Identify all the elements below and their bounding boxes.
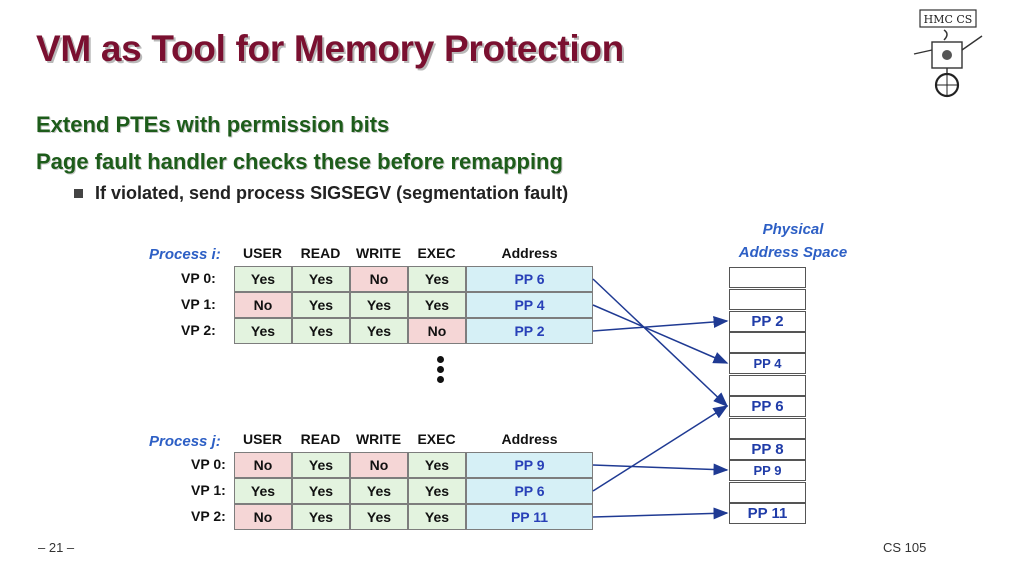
permission-cell-exec: No xyxy=(408,318,466,344)
physical-page-pp2: PP 2 xyxy=(729,311,806,332)
column-header-read: READ xyxy=(300,431,341,447)
bullet-fault-handler: Page fault handler checks these before r… xyxy=(36,149,563,174)
address-cell: PP 6 xyxy=(466,266,593,292)
vp-label: VP 2: xyxy=(191,508,226,524)
ellipsis-dot xyxy=(437,356,444,363)
column-header-write: WRITE xyxy=(355,245,402,261)
permission-cell-exec: Yes xyxy=(408,504,466,530)
column-header-read: READ xyxy=(300,245,341,261)
sub-bullet-sigsegv: If violated, send process SIGSEGV (segme… xyxy=(74,183,568,204)
permission-cell-write: Yes xyxy=(350,318,408,344)
physical-page-pp4: PP 4 xyxy=(729,353,806,374)
permission-cell-read: Yes xyxy=(292,292,350,318)
physical-page-pp11: PP 11 xyxy=(729,503,806,524)
permission-cell-read: Yes xyxy=(292,266,350,292)
physical-page-empty xyxy=(729,375,806,396)
permission-cell-write: No xyxy=(350,452,408,478)
permission-cell-read: Yes xyxy=(292,504,350,530)
permission-cell-exec: Yes xyxy=(408,452,466,478)
column-header-user: USER xyxy=(243,245,282,261)
physical-title-line1: Physical xyxy=(762,221,824,238)
mapping-arrow xyxy=(592,463,729,476)
permission-cell-user: Yes xyxy=(234,266,292,292)
page-number: – 21 – xyxy=(38,540,75,555)
permission-cell-user: No xyxy=(234,452,292,478)
address-cell: PP 11 xyxy=(466,504,593,530)
permission-cell-read: Yes xyxy=(292,478,350,504)
permission-cell-write: Yes xyxy=(350,504,408,530)
hmc-robot-logo-icon: HMC CS xyxy=(913,9,983,98)
physical-page-pp8: PP 8 xyxy=(729,439,806,460)
vp-label: VP 0: xyxy=(191,456,226,472)
process-i-label: Process i: xyxy=(149,246,221,263)
permission-cell-exec: Yes xyxy=(408,478,466,504)
bullet-permission-bits: Extend PTEs with permission bits xyxy=(36,112,390,137)
slide-title: VM as Tool for Memory Protection xyxy=(36,28,624,69)
sub-bullet-text: If violated, send process SIGSEGV (segme… xyxy=(95,183,569,203)
physical-address-space-title: Physical Address Space xyxy=(728,218,858,264)
permission-cell-read: Yes xyxy=(292,452,350,478)
vp-label: VP 1: xyxy=(191,482,226,498)
vp-label: VP 1: xyxy=(181,296,216,312)
course-label: CS 105 xyxy=(883,540,927,555)
logo-text: HMC CS xyxy=(924,13,973,26)
address-cell: PP 2 xyxy=(466,318,593,344)
physical-page-empty xyxy=(729,332,806,353)
column-header-address: Address xyxy=(501,245,558,261)
physical-page-empty xyxy=(729,267,806,288)
address-cell: PP 4 xyxy=(466,292,593,318)
vp-label: VP 2: xyxy=(181,322,216,338)
mapping-arrow xyxy=(592,304,729,364)
physical-title-line2: Address Space xyxy=(738,244,848,261)
process-j-label: Process j: xyxy=(149,433,221,450)
column-header-write: WRITE xyxy=(355,431,402,447)
physical-page-empty xyxy=(729,289,806,310)
column-header-exec: EXEC xyxy=(417,431,456,447)
ellipsis-dot xyxy=(437,366,444,373)
ellipsis-dot xyxy=(437,376,444,383)
permission-cell-write: Yes xyxy=(350,478,408,504)
mapping-arrow xyxy=(592,507,729,520)
column-header-user: USER xyxy=(243,431,282,447)
permission-cell-user: Yes xyxy=(234,478,292,504)
physical-page-pp9: PP 9 xyxy=(729,460,806,481)
permission-cell-user: No xyxy=(234,504,292,530)
permission-cell-exec: Yes xyxy=(408,266,466,292)
permission-cell-write: No xyxy=(350,266,408,292)
column-header-exec: EXEC xyxy=(417,245,456,261)
physical-page-empty xyxy=(729,482,806,503)
physical-page-pp6: PP 6 xyxy=(729,396,806,417)
column-header-address: Address xyxy=(501,431,558,447)
permission-cell-read: Yes xyxy=(292,318,350,344)
permission-cell-exec: Yes xyxy=(408,292,466,318)
permission-cell-user: Yes xyxy=(234,318,292,344)
vp-label: VP 0: xyxy=(181,270,216,286)
physical-page-empty xyxy=(729,418,806,439)
mapping-arrow xyxy=(592,405,729,492)
square-bullet-icon xyxy=(74,189,83,198)
permission-cell-user: No xyxy=(234,292,292,318)
address-cell: PP 6 xyxy=(466,478,593,504)
address-cell: PP 9 xyxy=(466,452,593,478)
mapping-arrow xyxy=(592,278,729,408)
permission-cell-write: Yes xyxy=(350,292,408,318)
mapping-arrow xyxy=(592,316,729,332)
